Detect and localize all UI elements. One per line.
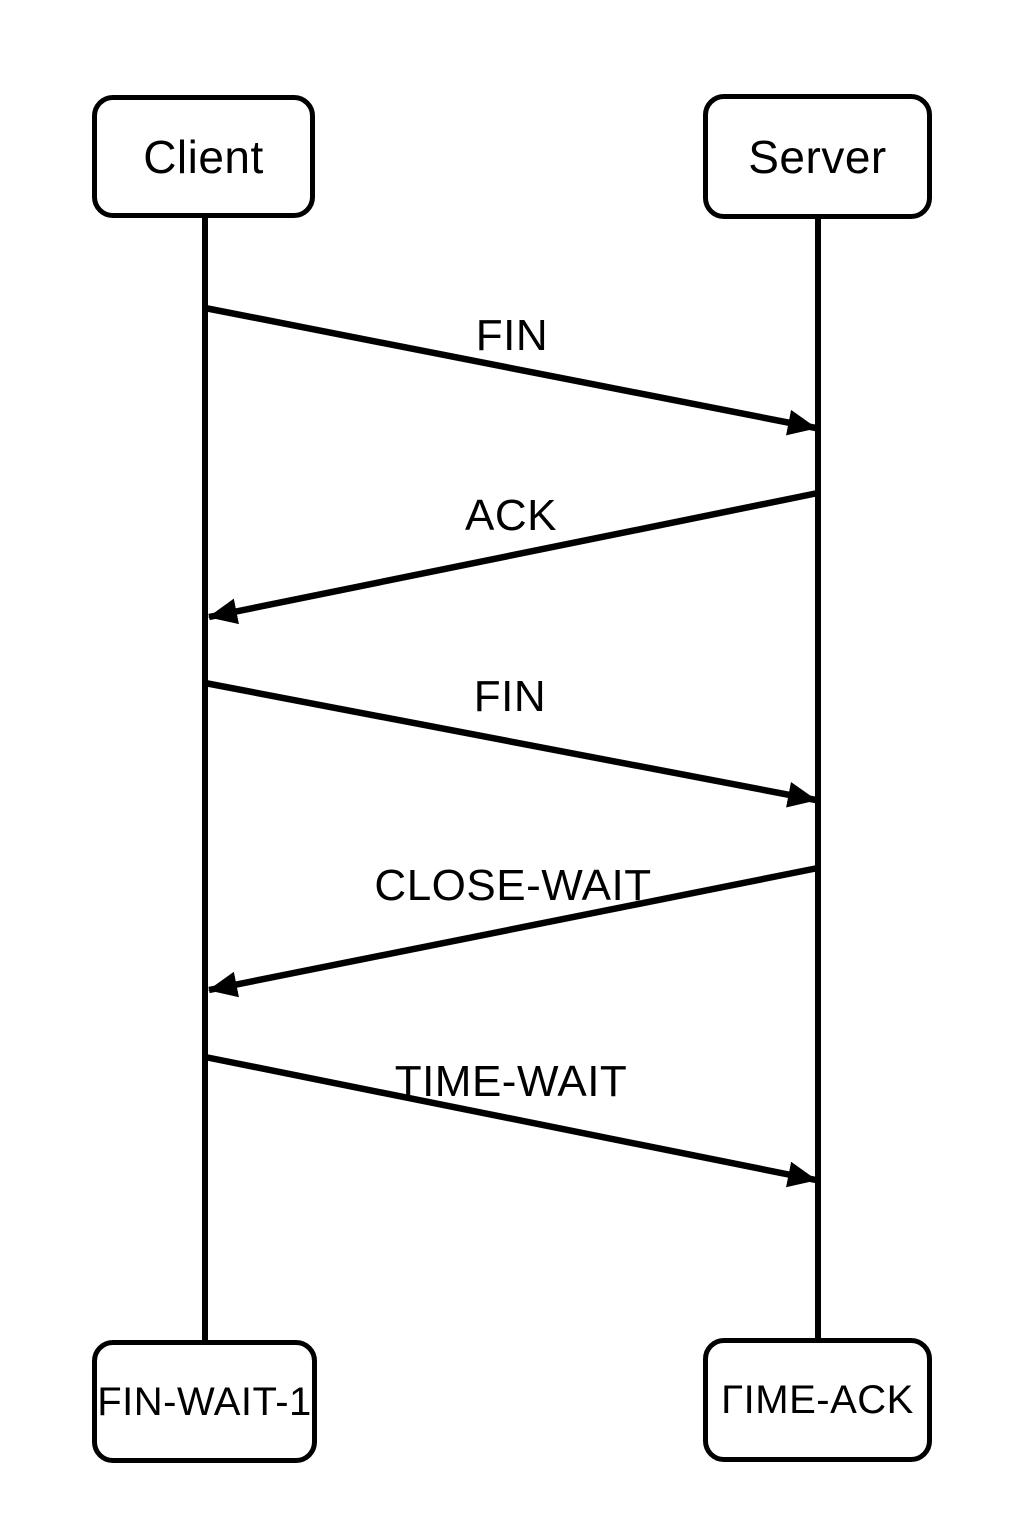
- state-box-time-ack: ΓIME-ACK: [703, 1338, 932, 1462]
- message-label-ack: ACK: [465, 491, 557, 540]
- actor-box-server: Server: [703, 94, 932, 219]
- actor-label-server: Server: [748, 130, 887, 183]
- message-arrow-fin-1: [204, 304, 817, 436]
- message-arrow-ack: [208, 489, 819, 625]
- message-label-close-wait: CLOSE-WAIT: [374, 861, 652, 910]
- message-arrow-time-wait: [204, 1053, 817, 1188]
- message-label-time-wait: TIME-WAIT: [394, 1057, 628, 1106]
- actor-label-client: Client: [143, 130, 264, 183]
- state-label-time-ack: ΓIME-ACK: [721, 1378, 914, 1422]
- message-label-fin-1: FIN: [475, 311, 549, 360]
- actor-box-client: Client: [92, 95, 315, 218]
- state-box-fin-wait-1: FIN-WAIT-1: [92, 1340, 317, 1463]
- message-arrow-close-wait: [208, 864, 819, 998]
- message-label-fin-2: FIN: [473, 672, 547, 721]
- message-arrow-fin-2: [204, 679, 817, 808]
- state-label-fin-wait-1: FIN-WAIT-1: [97, 1379, 312, 1424]
